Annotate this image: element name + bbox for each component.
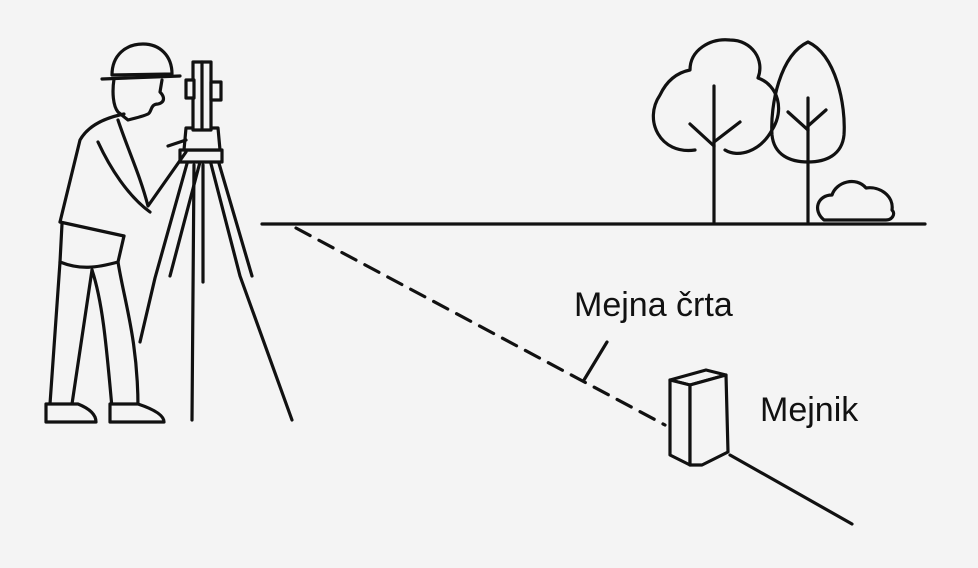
surveyor-figure xyxy=(44,42,188,424)
poplar-tree-icon xyxy=(770,40,846,224)
boundary-line-label: Mejna črta xyxy=(574,286,733,324)
boundary-marker-icon xyxy=(668,368,854,526)
bush-icon xyxy=(815,179,896,222)
boundary-line-leader xyxy=(582,340,609,382)
tripod-icon xyxy=(138,158,294,422)
total-station-icon xyxy=(178,60,224,164)
boundary-marker-label: Mejnik xyxy=(760,391,859,429)
boundary-line-dashed xyxy=(294,226,667,427)
deciduous-tree-icon xyxy=(651,38,781,224)
